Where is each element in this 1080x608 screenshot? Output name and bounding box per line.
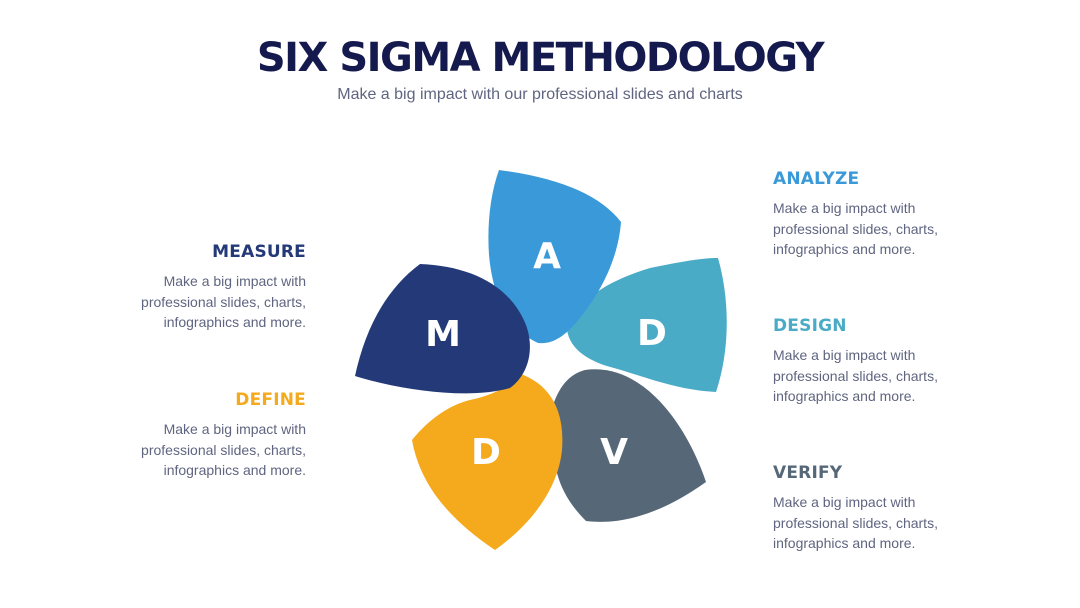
step-measure-heading: MEASURE xyxy=(212,242,306,262)
step-design-description: Make a big impact with professional slid… xyxy=(773,347,938,404)
petal-design: D xyxy=(567,258,727,392)
step-define-heading: DEFINE xyxy=(235,390,306,410)
step-analyze: ANALYZE Make a big impact with professio… xyxy=(773,168,1003,260)
page-subtitle: Make a big impact with our professional … xyxy=(337,86,743,103)
step-measure: MEASURE Make a big impact with professio… xyxy=(76,241,306,333)
step-measure-description: Make a big impact with professional slid… xyxy=(141,273,306,330)
step-analyze-heading: ANALYZE xyxy=(773,169,860,189)
petal-verify-shape xyxy=(552,369,706,522)
petal-verify-letter: V xyxy=(600,432,628,473)
step-define: DEFINE Make a big impact with profession… xyxy=(76,389,306,481)
step-verify: VERIFY Make a big impact with profession… xyxy=(773,462,1003,554)
petal-define: D xyxy=(412,374,563,550)
petal-analyze-letter: A xyxy=(533,236,561,277)
step-design: DESIGN Make a big impact with profession… xyxy=(773,315,1003,407)
petal-analyze: A xyxy=(488,170,621,344)
step-analyze-description: Make a big impact with professional slid… xyxy=(773,200,938,257)
petal-define-shape xyxy=(412,374,563,550)
petal-analyze-shape xyxy=(488,170,621,344)
step-verify-description: Make a big impact with professional slid… xyxy=(773,494,938,551)
step-verify-heading: VERIFY xyxy=(773,463,843,483)
petal-measure-shape xyxy=(355,264,530,394)
petal-design-shape xyxy=(567,258,727,392)
petal-verify: V xyxy=(552,369,706,522)
petal-measure: M xyxy=(355,264,530,394)
petal-define-letter: D xyxy=(471,432,501,473)
page-title: SIX SIGMA METHODOLOGY xyxy=(256,35,825,81)
step-design-heading: DESIGN xyxy=(773,316,847,336)
petal-measure-letter: M xyxy=(425,314,461,355)
step-define-description: Make a big impact with professional slid… xyxy=(141,421,306,478)
petal-design-letter: D xyxy=(637,313,667,354)
